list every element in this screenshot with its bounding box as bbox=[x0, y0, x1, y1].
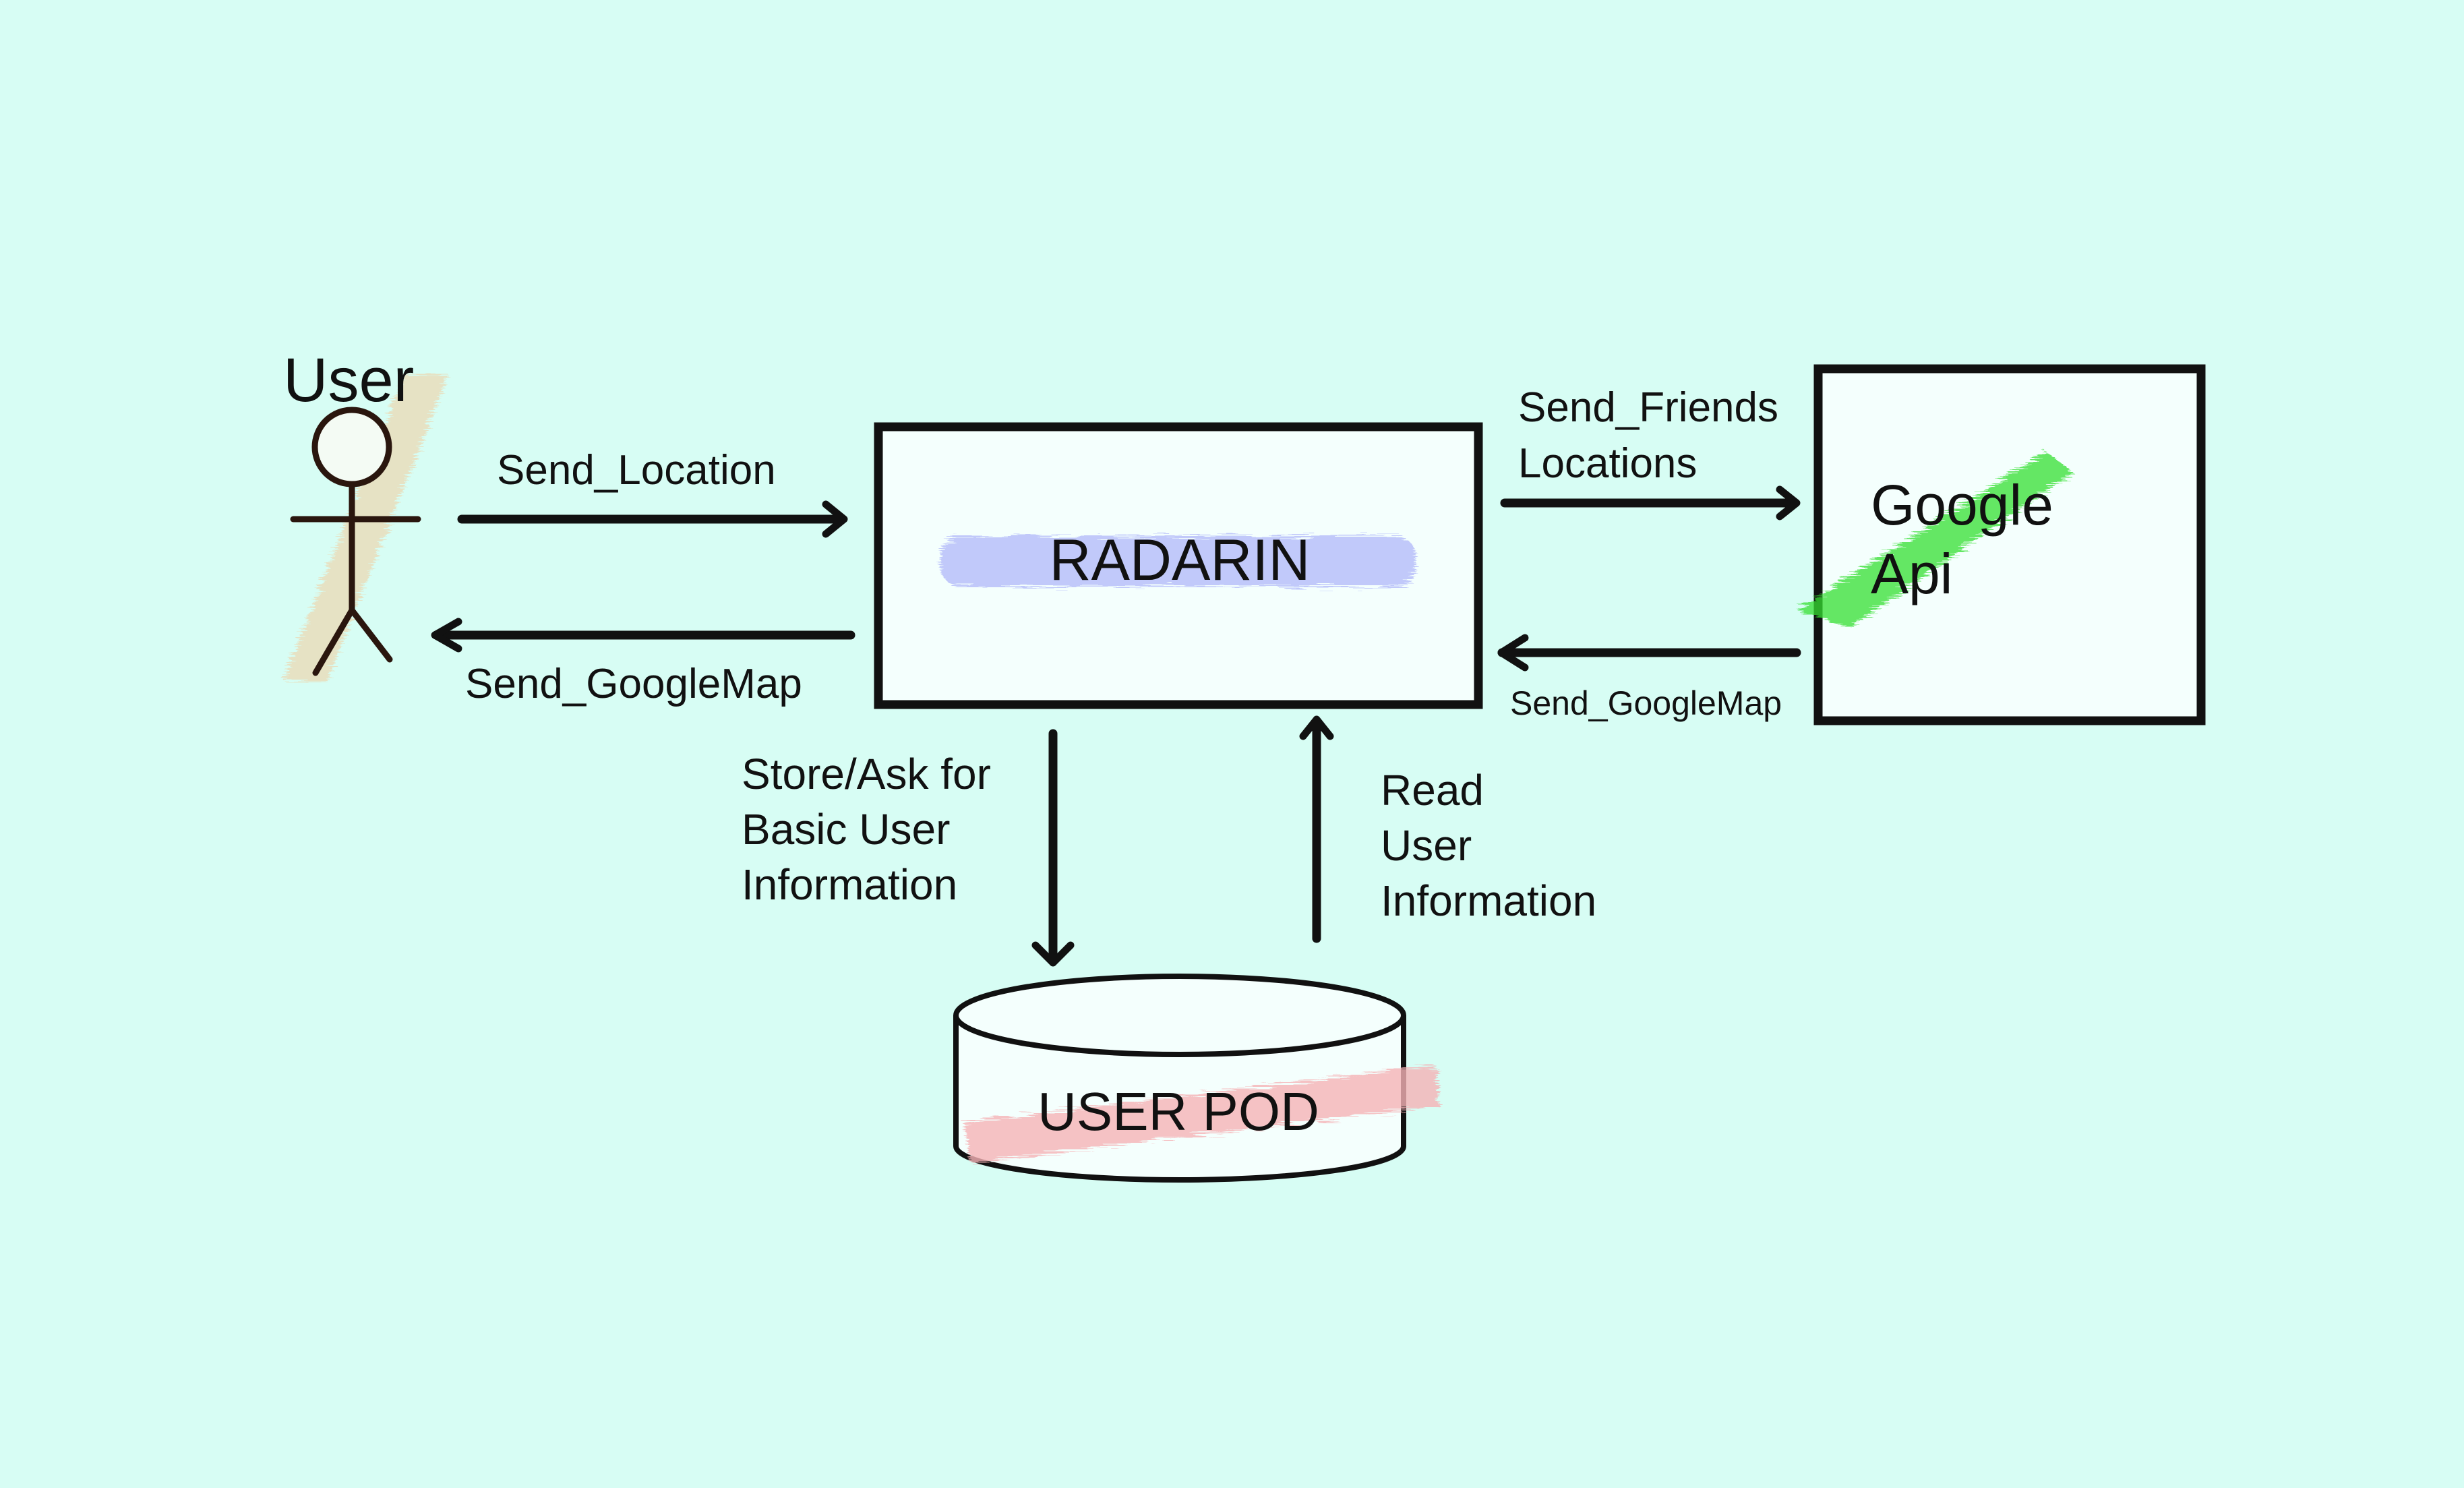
read-user-info-label-line2: User bbox=[1381, 821, 1472, 870]
send-googlemap-to-user-label: Send_GoogleMap bbox=[465, 661, 802, 707]
user-pod-highlight bbox=[964, 1065, 1439, 1163]
send-location-label: Send_Location bbox=[497, 447, 776, 494]
google-api-node: Google Api bbox=[1797, 364, 2206, 725]
stick-figure-icon bbox=[290, 407, 421, 676]
user-pod-label: USER POD bbox=[1038, 1081, 1319, 1141]
radarin-label: RADARIN bbox=[1049, 528, 1310, 593]
store-ask-arrow bbox=[1031, 729, 1075, 967]
send-googlemap-to-user-arrow bbox=[431, 618, 855, 653]
store-ask-label-line1: Store/Ask for bbox=[742, 750, 991, 798]
google-api-label-line1: Google bbox=[1871, 473, 2053, 537]
read-user-info-arrow bbox=[1299, 715, 1334, 943]
send-friends-label-line1: Send_Friends bbox=[1518, 384, 1778, 431]
user-pod-node: USER POD bbox=[953, 974, 1439, 1183]
read-user-info-label-line3: Information bbox=[1381, 876, 1596, 925]
store-ask-label-line2: Basic User bbox=[742, 805, 950, 854]
google-api-label-line2: Api bbox=[1871, 542, 1952, 605]
google-api-box bbox=[1813, 364, 2206, 725]
store-ask-label-line3: Information bbox=[742, 860, 957, 909]
send-friends-label-line2: Locations bbox=[1518, 440, 1697, 487]
user-actor: User bbox=[283, 346, 448, 681]
actor-label: User bbox=[283, 346, 414, 415]
radarin-highlight bbox=[940, 536, 1416, 587]
actor-highlight bbox=[283, 374, 448, 681]
read-user-info-label-line1: Read bbox=[1381, 766, 1484, 814]
send-location-arrow bbox=[457, 500, 848, 538]
google-api-highlight bbox=[1797, 452, 2073, 627]
send-googlemap-from-google-label: Send_GoogleMap bbox=[1510, 684, 1782, 722]
send-googlemap-from-google-arrow bbox=[1497, 634, 1801, 672]
radarin-node: RADARIN bbox=[874, 422, 1483, 709]
send-friends-locations-arrow bbox=[1500, 485, 1801, 520]
